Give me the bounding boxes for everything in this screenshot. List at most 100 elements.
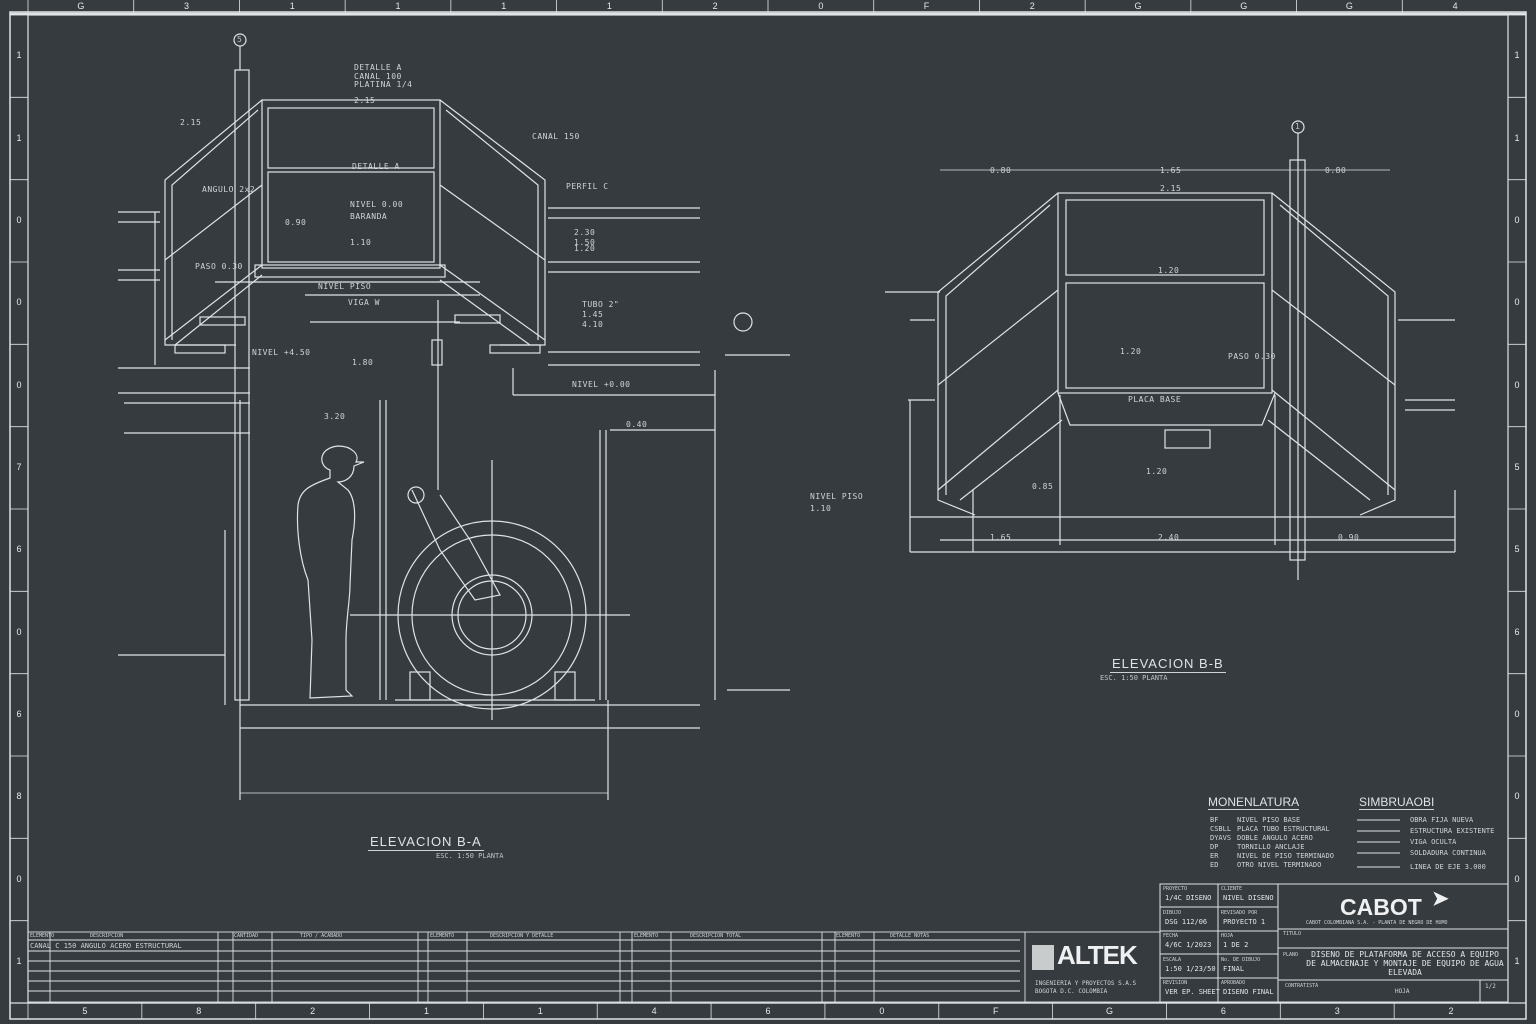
annotation-label: 1.10 xyxy=(810,504,832,513)
ruler-label-right: 0 xyxy=(1514,297,1520,308)
title-field-label: No. DE DIBUJO xyxy=(1221,956,1261,963)
nomenclature-code: DYAVS xyxy=(1210,834,1232,842)
title-field-value: VER EP. SHEET xyxy=(1165,988,1220,997)
annotation-label: 0.90 xyxy=(1338,533,1360,542)
schedule-column-header: ELEMENTO xyxy=(430,933,455,939)
schedule-column-header: DESCRIPCION Y DETALLE xyxy=(490,933,554,939)
ruler-label-right: 0 xyxy=(1514,379,1520,390)
annotation-label: 1.45 xyxy=(582,310,604,319)
grid-bubble-label: 5 xyxy=(237,35,242,44)
view-title-b-a: ELEVACION B-A xyxy=(368,834,484,851)
company-address: INGENIERIA Y PROYECTOS S.A.S BOGOTA D.C.… xyxy=(1035,980,1137,995)
contractor-label: CONTRATISTA xyxy=(1285,983,1319,989)
ruler-label-left: 6 xyxy=(16,544,22,555)
schedule-column-header: TIPO / ACABADO xyxy=(300,933,343,939)
view-scale-b-b: ESC. 1:50 PLANTA xyxy=(1100,674,1168,682)
title-field-value: 1/4C DISENO xyxy=(1165,894,1212,902)
ruler-label-right: 0 xyxy=(1514,214,1520,225)
annotation-label: DETALLE A xyxy=(352,162,400,171)
nomenclature-desc: TORNILLO ANCLAJE xyxy=(1237,843,1305,851)
schedule-column-header: CANTIDAD xyxy=(234,933,259,939)
ruler-label-bottom: 0 xyxy=(879,1006,885,1016)
sheet-value: 1/2 xyxy=(1485,983,1496,990)
annotation-label: PASO 0.30 xyxy=(195,262,243,271)
schedule-table-grid xyxy=(27,931,1161,1003)
ruler-label-left: 0 xyxy=(16,873,22,884)
title-field-label: HOJA xyxy=(1221,933,1234,940)
nomenclature-desc: NIVEL DE PISO TERMINADO xyxy=(1237,852,1334,860)
ruler-label-bottom: F xyxy=(992,1006,999,1016)
annotation-label: NIVEL +0.00 xyxy=(572,380,631,389)
schedule-column-header: ELEMENTO xyxy=(634,933,659,939)
elevation-b-b-drawing xyxy=(885,120,1456,580)
client-logo-mark-icon: ➤ xyxy=(1432,888,1449,910)
ruler-label-bottom: 1 xyxy=(537,1006,543,1016)
drawing-title: DISENO DE PLATAFORMA DE ACCESO A EQUIPO … xyxy=(1306,950,1504,977)
ruler-label-bottom: 6 xyxy=(1220,1006,1226,1016)
annotation-label: 1.50 xyxy=(574,238,596,247)
schedule-column-header: DETALLE NOTAS xyxy=(890,933,930,939)
nomenclature-title: MONENLATURA xyxy=(1208,795,1300,810)
ruler-label-top: 4 xyxy=(1452,1,1458,11)
ruler-label-left: 6 xyxy=(16,708,22,719)
title-field-label: CLIENTE xyxy=(1221,886,1243,892)
ruler-label-top: 2 xyxy=(1029,1,1035,11)
annotation-label: ANGULO 2x2 xyxy=(202,185,256,194)
ruler-label-bottom: 4 xyxy=(651,1006,657,1016)
ruler-label-left: 1 xyxy=(16,132,22,143)
annotation-label: 1.10 xyxy=(350,238,372,247)
annotation-label: BARANDA xyxy=(350,212,388,221)
ruler-ticks xyxy=(10,0,1526,1019)
ruler-label-top: 1 xyxy=(501,1,507,11)
title-block-grid xyxy=(1032,883,1509,1003)
annotation-label: 4.10 xyxy=(582,320,604,329)
symbology-item: VIGA OCULTA xyxy=(1410,838,1457,846)
ruler-label-top: 1 xyxy=(606,1,612,11)
annotation-label: 1.65 xyxy=(990,533,1012,542)
ruler-label-bottom: G xyxy=(1106,1006,1114,1016)
sheet-label: HOJA xyxy=(1395,988,1410,995)
client-logo: CABOT xyxy=(1340,894,1422,920)
view-scale-b-a: ESC. 1:50 PLANTA xyxy=(436,852,504,860)
ruler-label-right: 0 xyxy=(1514,791,1520,802)
view-title-b-b: ELEVACION B-B xyxy=(1110,656,1226,673)
company-logo: ALTEK xyxy=(1057,940,1138,970)
annotation-label: 1.20 xyxy=(574,244,596,253)
symbology-item: LINEA DE EJE 3.000 xyxy=(1410,863,1486,871)
title-field-value: 4/6C 1/2023 xyxy=(1165,941,1212,950)
ruler-label-bottom: 3 xyxy=(1334,1006,1340,1016)
symbology-item: OBRA FIJA NUEVA xyxy=(1410,816,1474,824)
legend-symbols xyxy=(1357,819,1400,868)
ruler-label-right: 0 xyxy=(1514,873,1520,884)
nomenclature-code: CSBLL xyxy=(1210,825,1232,833)
symbology-title: SIMBRUAOBI xyxy=(1359,795,1435,810)
annotation-label: VIGA W xyxy=(348,298,380,307)
drawing-label: PLANO xyxy=(1283,952,1299,958)
annotation-label: CANAL 150 xyxy=(532,132,580,141)
annotation-label: DETALLE A xyxy=(354,63,402,72)
ruler-label-bottom: 6 xyxy=(765,1006,771,1016)
schedule-column-header: DESCRIPCION xyxy=(90,933,124,939)
annotation-label: 2.15 xyxy=(354,96,376,105)
ruler-label-left: 1 xyxy=(16,955,22,966)
annotation-label: 0.40 xyxy=(626,420,648,429)
annotation-label: PLACA BASE xyxy=(1128,395,1182,404)
nomenclature-code: ER xyxy=(1210,852,1219,860)
ruler-label-top: G xyxy=(1345,1,1353,11)
ruler-label-top: G xyxy=(77,1,85,11)
ruler-label-left: 7 xyxy=(16,461,22,472)
title-field-value: 1 DE 2 xyxy=(1223,941,1249,950)
nomenclature-desc: NIVEL PISO BASE xyxy=(1237,816,1301,824)
nomenclature-code: BF xyxy=(1210,816,1219,824)
annotation-label: 1.20 xyxy=(1158,266,1180,275)
title-field-value: PROYECTO 1 xyxy=(1223,917,1266,926)
symbology-item: ESTRUCTURA EXISTENTE xyxy=(1410,827,1495,835)
nomenclature-desc: DOBLE ANGULO ACERO xyxy=(1237,834,1313,842)
ruler-label-top: G xyxy=(1134,1,1142,11)
ruler-label-right: 6 xyxy=(1514,626,1520,637)
annotation-label: 2.40 xyxy=(1158,533,1180,542)
ruler-label-right: 0 xyxy=(1514,708,1520,719)
schedule-column-header: DESCRIPCION TOTAL xyxy=(690,933,742,939)
title-field-value: DISENO FINAL xyxy=(1223,988,1274,997)
